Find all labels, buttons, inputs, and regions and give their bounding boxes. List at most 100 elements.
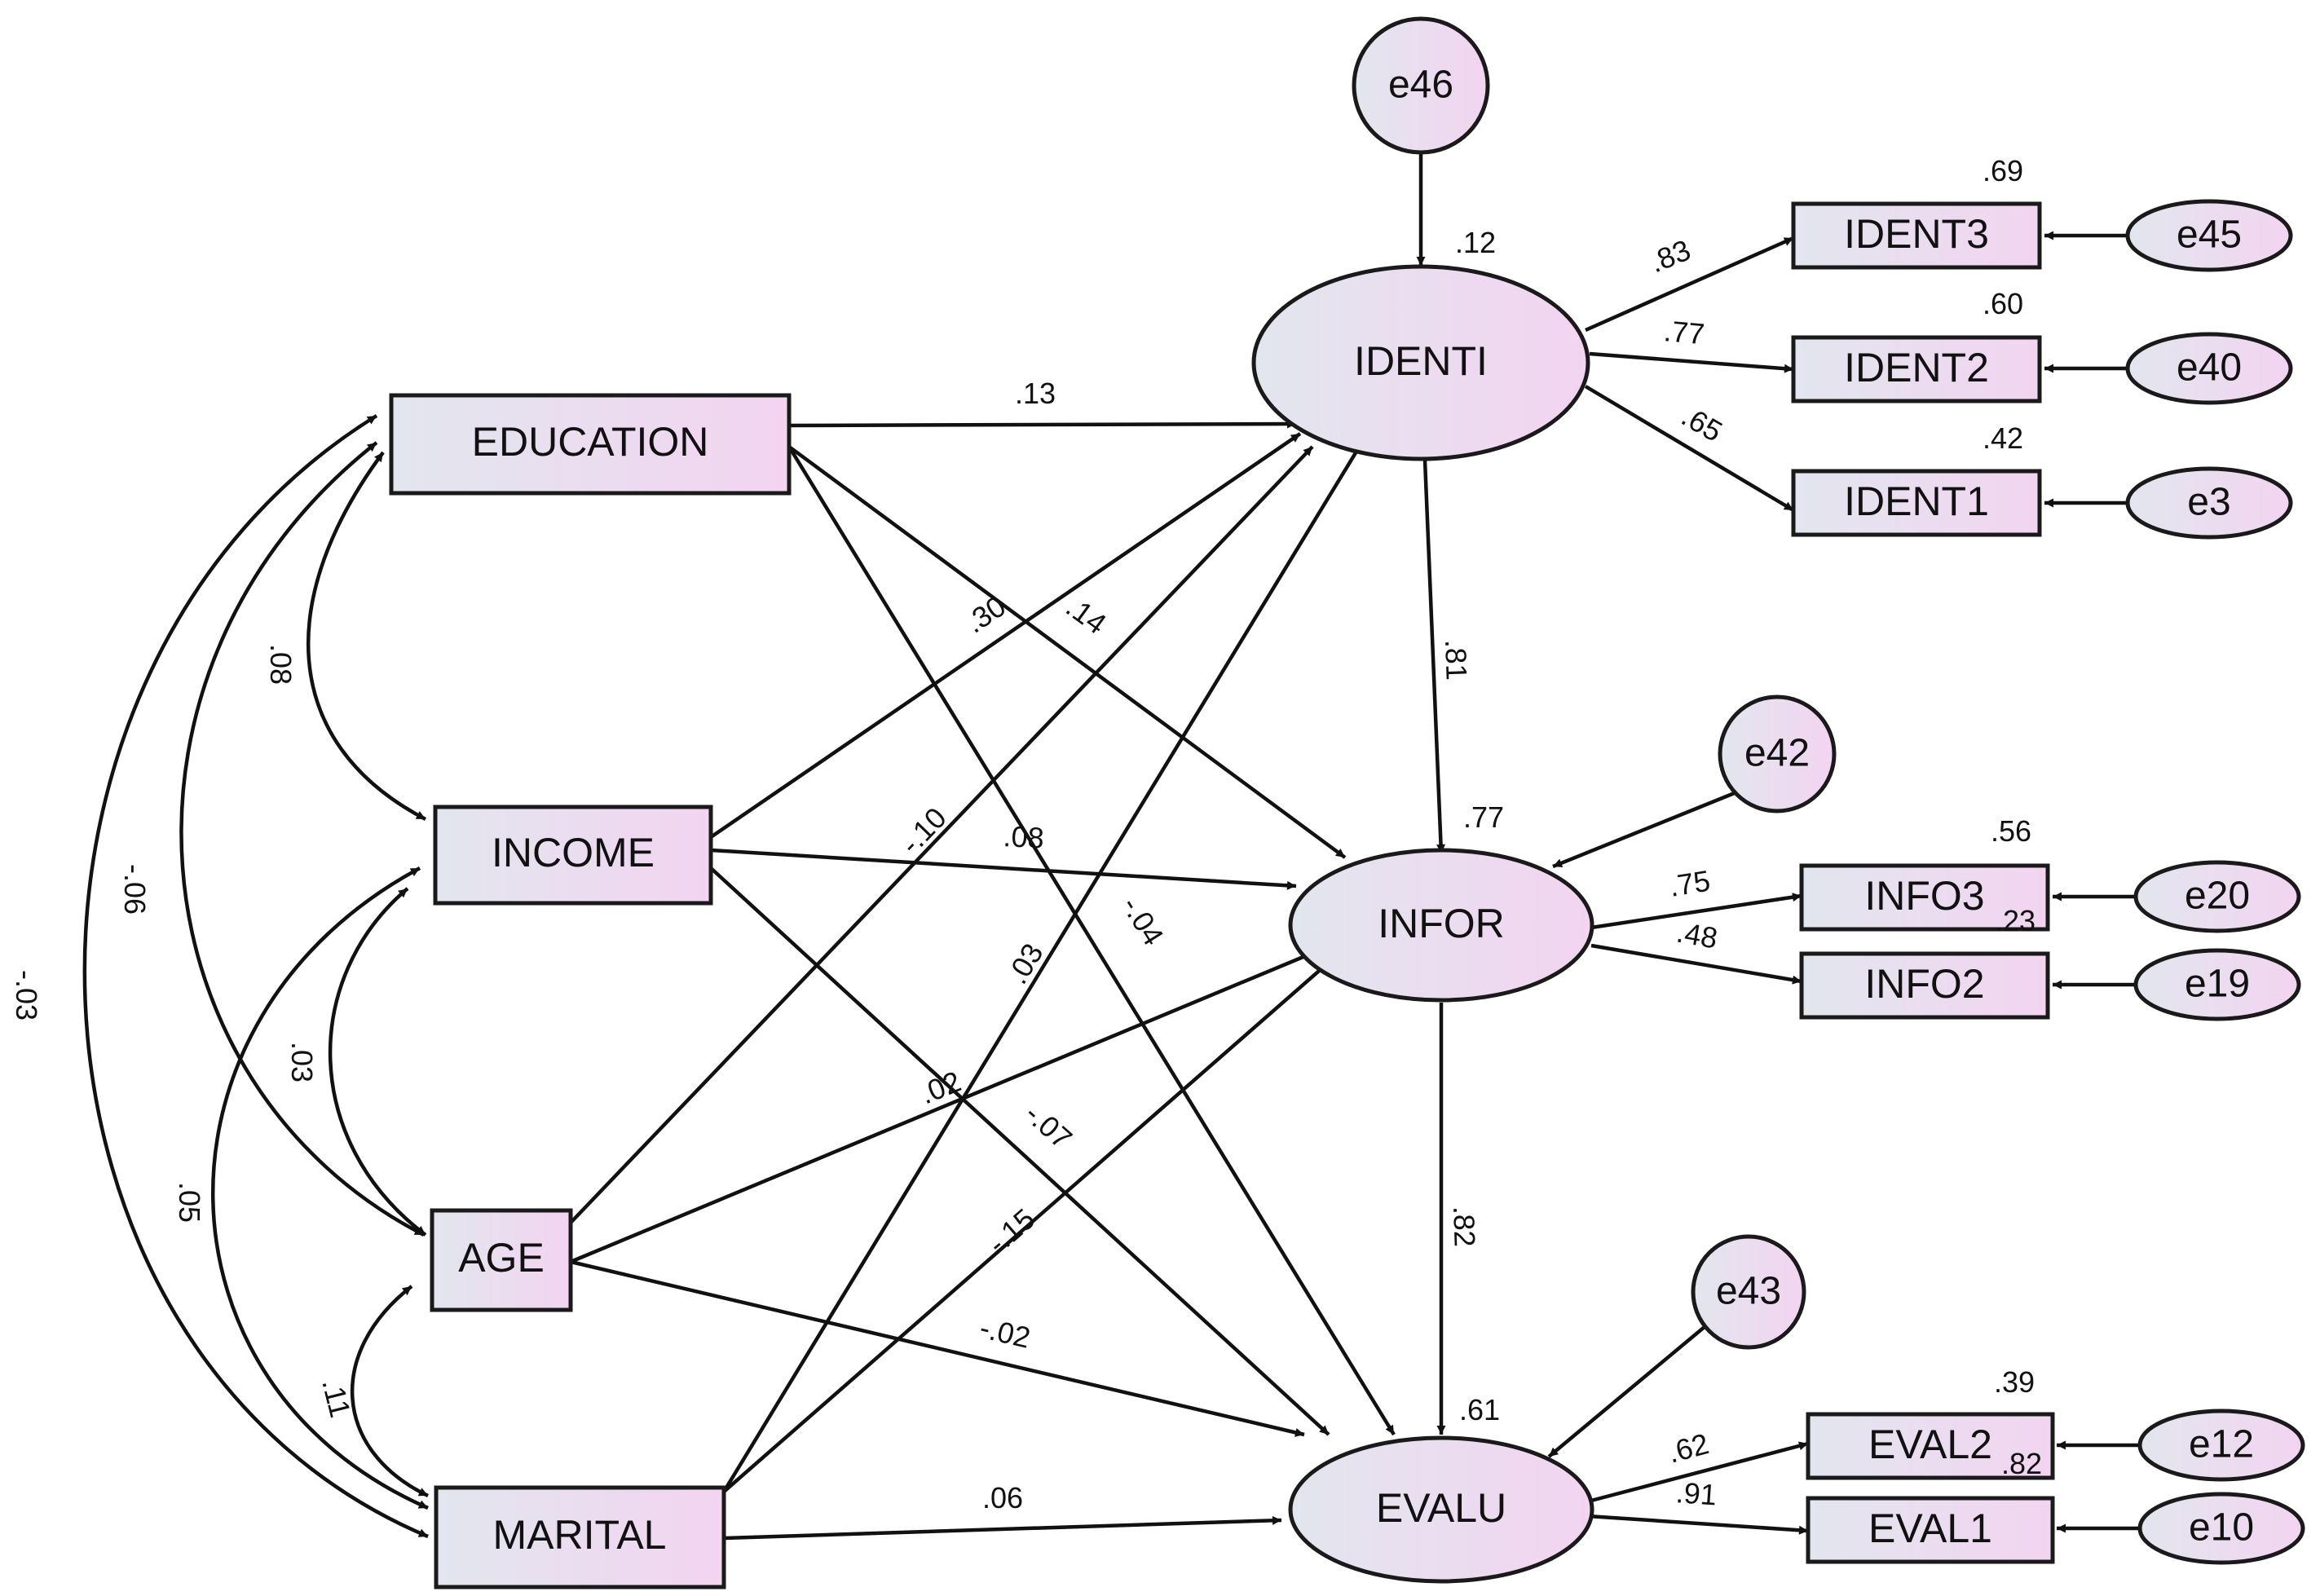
r2-evalu: .61 [1459, 1393, 1500, 1426]
path-income-identi [709, 432, 1302, 839]
label-path-income-evalu: -.07 [1019, 1096, 1079, 1155]
label-path-education-infor: .14 [1060, 589, 1113, 641]
latent-evalu[interactable]: EVALU [1288, 1435, 1594, 1584]
label-path-marital-infor: -.15 [981, 1201, 1041, 1260]
r2-identi: .12 [1455, 226, 1496, 259]
indicator-info3[interactable]: INFO3 [1799, 863, 2050, 932]
loading-identi-ident2 [1589, 351, 1794, 373]
indicator-eval2-label: EVAL2 [1868, 1422, 1992, 1467]
error-e45-label: e45 [2177, 214, 2242, 257]
path-e43-evalu [1547, 1320, 1712, 1458]
r2-ident2: .60 [1983, 287, 2023, 320]
label-loading-eval2: .62 [1664, 1426, 1712, 1470]
loading-evalu-eval1 [1587, 1514, 1809, 1535]
path-marital-evalu [723, 1515, 1282, 1541]
edges [82, 153, 2140, 1541]
cov-income-marital [210, 866, 429, 1510]
r2-infor: .77 [1463, 800, 1504, 834]
error-e43-label: e43 [1716, 1270, 1781, 1313]
loading-infor-info2 [1590, 943, 1802, 985]
indicator-info2-label: INFO2 [1864, 961, 1984, 1007]
latent-identi[interactable]: IDENTI [1251, 264, 1590, 461]
label-loading-ident3: .83 [1645, 233, 1696, 280]
indicator-info3-label: INFO3 [1864, 873, 1984, 919]
label-loading-info3: .75 [1667, 864, 1713, 903]
path-marital-identi [722, 442, 1363, 1493]
indicator-info2[interactable]: INFO2 [1799, 951, 2050, 1020]
label-path-infor-evalu: .82 [1447, 1206, 1482, 1247]
error-e3-label: e3 [2187, 481, 2230, 524]
cov-education-age [179, 441, 426, 1237]
path-income-infor [710, 848, 1297, 890]
path-age-infor [570, 946, 1325, 1264]
node-marital-label: MARITAL [493, 1512, 667, 1558]
error-e46-label: e46 [1388, 64, 1453, 107]
indicator-ident2[interactable]: IDENT2 [1791, 335, 2042, 403]
error-e12[interactable]: e12 [2137, 1409, 2305, 1482]
node-marital[interactable]: MARITAL [434, 1485, 726, 1589]
cov-education-income [307, 451, 427, 821]
label-cov-education-marital: -.03 [10, 970, 43, 1021]
error-e10-label: e10 [2189, 1506, 2254, 1550]
label-loading-info2: .48 [1674, 915, 1720, 955]
error-e43[interactable]: e43 [1691, 1234, 1806, 1350]
latent-infor[interactable]: INFOR [1288, 848, 1594, 1003]
indicator-eval1[interactable]: EVAL1 [1806, 1496, 2055, 1564]
label-cov-education-income: .08 [264, 644, 298, 685]
loading-identi-ident1 [1584, 385, 1795, 512]
error-e40[interactable]: e40 [2125, 332, 2293, 405]
indicator-eval2[interactable]: EVAL2 [1806, 1412, 2055, 1480]
path-age-evalu [570, 1259, 1305, 1437]
cov-income-age [329, 887, 427, 1237]
loading-infor-info3 [1590, 893, 1802, 930]
error-e46[interactable]: e46 [1352, 16, 1490, 155]
label-cov-income-marital: .05 [173, 1182, 206, 1223]
error-e19[interactable]: e19 [2133, 948, 2301, 1021]
label-loading-eval1: .91 [1674, 1475, 1718, 1511]
latent-identi-label: IDENTI [1354, 338, 1488, 384]
path-education-evalu [787, 445, 1396, 1436]
path-e42-infor [1552, 787, 1745, 869]
indicator-ident2-label: IDENT2 [1844, 345, 1989, 390]
label-path-income-identi: .30 [959, 589, 1012, 640]
path-marital-infor [722, 936, 1359, 1493]
loading-identi-ident3 [1585, 236, 1794, 333]
r2-eval1: .82 [2001, 1447, 2042, 1480]
label-path-age-evalu: -.02 [977, 1311, 1034, 1355]
latent-infor-label: INFOR [1378, 901, 1505, 946]
r2-info2: .23 [1995, 904, 2036, 937]
error-e20[interactable]: e20 [2133, 860, 2301, 933]
r2-eval2: .39 [1994, 1365, 2035, 1399]
indicator-ident3[interactable]: IDENT3 [1791, 201, 2042, 270]
error-e42[interactable]: e42 [1718, 694, 1837, 813]
label-path-education-identi: .13 [1015, 377, 1056, 410]
indicator-ident3-label: IDENT3 [1844, 211, 1989, 257]
r2-info3: .56 [1991, 814, 2031, 848]
cov-education-marital [82, 414, 429, 1539]
error-e45[interactable]: e45 [2125, 199, 2293, 272]
latent-evalu-label: EVALU [1376, 1485, 1506, 1531]
loading-evalu-eval2 [1587, 1441, 1809, 1504]
error-e3[interactable]: e3 [2125, 466, 2293, 540]
error-e12-label: e12 [2189, 1423, 2254, 1466]
indicator-ident1-label: IDENT1 [1844, 478, 1989, 524]
path-identi-infor [1422, 460, 1446, 854]
error-e10[interactable]: e10 [2137, 1492, 2305, 1565]
path-income-evalu [709, 866, 1330, 1436]
label-cov-income-age: .03 [285, 1042, 319, 1082]
r2-ident1: .42 [1983, 421, 2023, 455]
label-loading-ident2: .77 [1662, 314, 1705, 351]
label-loading-ident1: .65 [1676, 399, 1728, 448]
node-age[interactable]: AGE [430, 1208, 573, 1312]
indicator-ident1[interactable]: IDENT1 [1791, 469, 2042, 537]
label-path-age-identi: -.10 [893, 800, 953, 860]
node-income[interactable]: INCOME [433, 805, 713, 906]
r2-ident3: .69 [1983, 154, 2023, 187]
node-education[interactable]: EDUCATION [389, 393, 792, 496]
indicator-eval1-label: EVAL1 [1868, 1506, 1992, 1551]
path-age-identi [569, 445, 1314, 1224]
node-education-label: EDUCATION [472, 419, 709, 465]
label-cov-education-age: -.06 [118, 864, 152, 915]
label-path-identi-infor: .81 [1439, 639, 1474, 681]
